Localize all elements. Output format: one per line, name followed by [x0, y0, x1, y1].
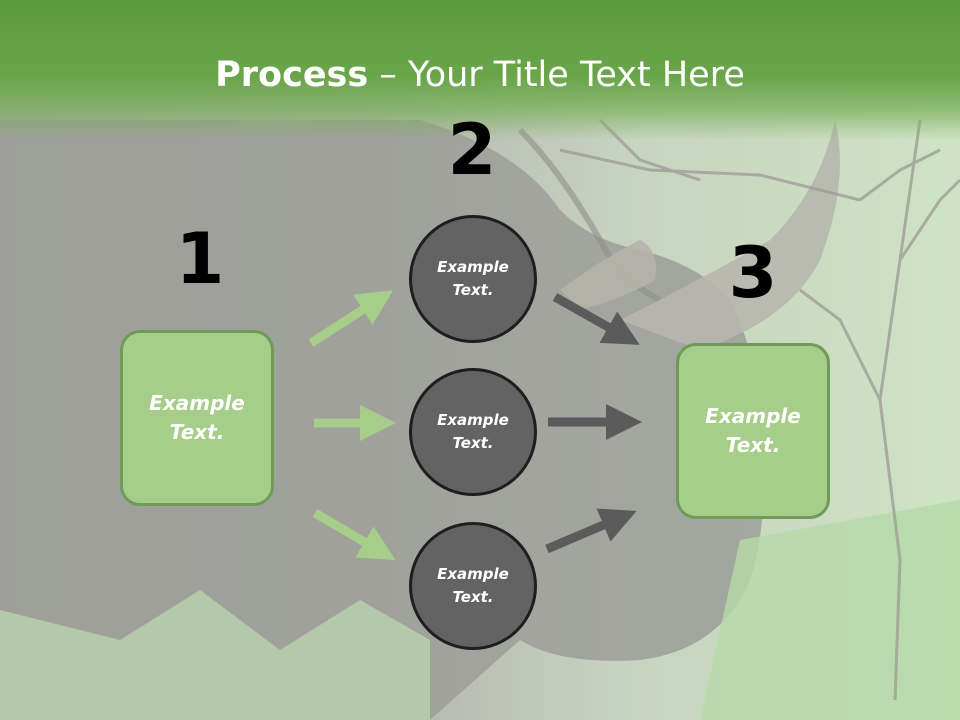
step-3-box-line-2: Text.: [725, 433, 781, 457]
circle-bottom-line-2: Text.: [452, 588, 494, 606]
title-bold: Process: [215, 55, 369, 95]
title-band: Process – Your Title Text Here: [0, 0, 960, 140]
step-number-2: 2: [447, 109, 497, 191]
title-rest: – Your Title Text Here: [368, 55, 745, 95]
circle-bottom-line-1: Example: [437, 565, 509, 583]
step-1-box-line-1: Example: [149, 391, 245, 415]
step-number-1: 1: [175, 218, 225, 300]
step-number-3: 3: [728, 232, 778, 314]
step-1-box-line-2: Text.: [169, 420, 225, 444]
circle-middle-line-1: Example: [437, 411, 509, 429]
slide-title: Process – Your Title Text Here: [0, 52, 960, 98]
arrow-to-circle-top: [308, 290, 394, 347]
circle-middle-line-2: Text.: [452, 434, 494, 452]
arrow-to-circle-bottom: [312, 509, 396, 561]
circle-top-line-1: Example: [437, 258, 509, 276]
step-3-box-line-1: Example: [705, 404, 801, 428]
arrow-from-circle-top: [552, 293, 640, 345]
circle-top-line-2: Text.: [452, 281, 494, 299]
arrow-from-circle-bottom: [545, 508, 637, 554]
